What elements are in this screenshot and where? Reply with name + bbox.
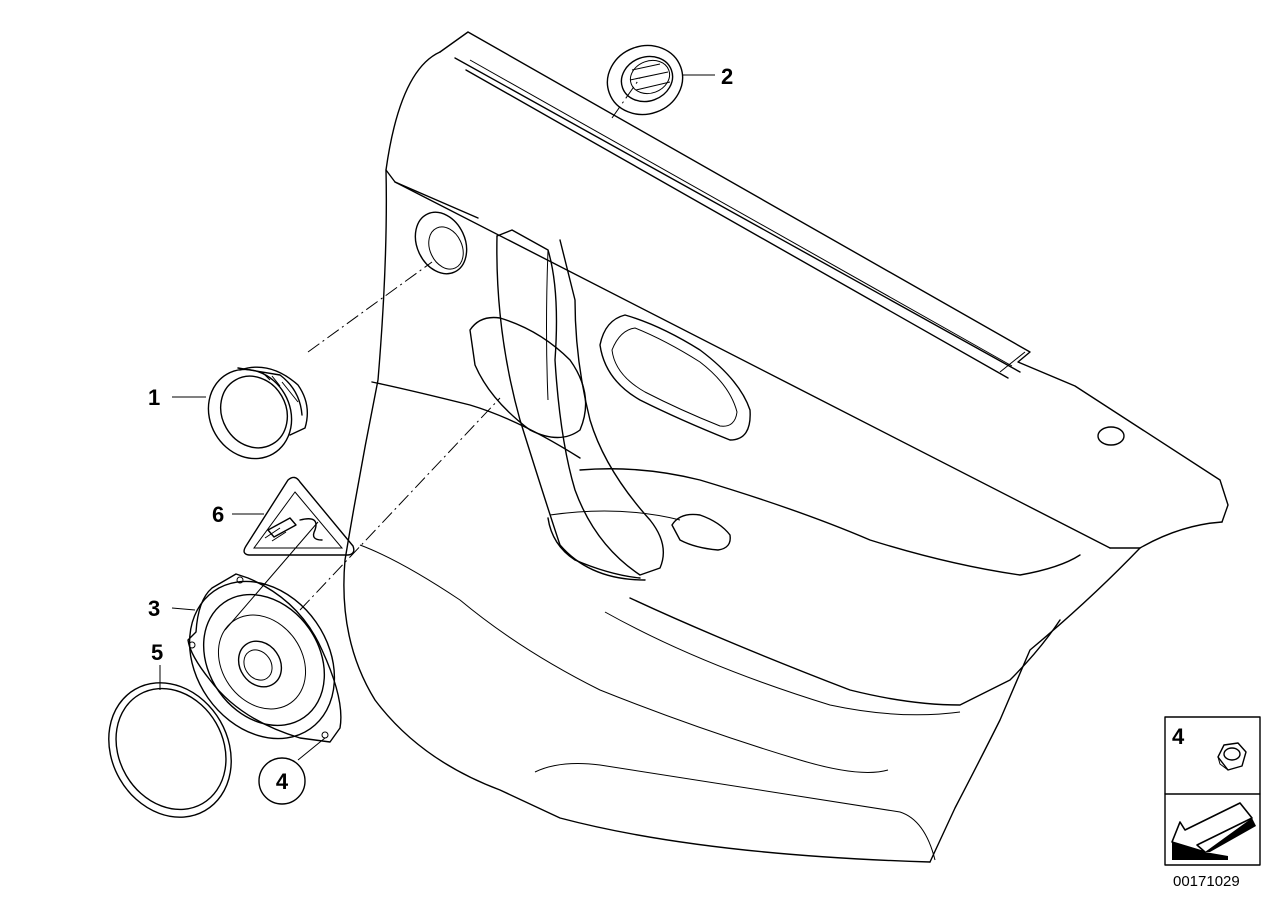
assembly-line-grille [611,77,641,119]
door-trim-panel [343,31,1229,863]
foam-gasket-ring [108,682,232,818]
loudspeaker [187,573,342,743]
callout-3: 3 [148,596,160,621]
legend-box: 4 [1164,716,1261,866]
reference-number: 00171029 [1173,873,1240,890]
tweeter-speaker [207,366,308,460]
legend-label-4: 4 [1172,724,1185,749]
arrow-icon [1171,802,1256,860]
callout-4-circle [258,757,306,805]
callout-2: 2 [721,64,733,89]
callout-4: 4 [276,769,289,794]
assembly-line-speaker-left [224,521,319,631]
warning-label-triangle [243,476,355,556]
callout-1: 1 [148,385,160,410]
hex-nut-icon [1217,742,1247,771]
assembly-line-tweeter [307,261,433,353]
speaker-grille-ring [606,44,684,116]
assembly-line-speaker [299,397,501,611]
callout-6: 6 [212,502,224,527]
callout-5: 5 [151,640,163,665]
